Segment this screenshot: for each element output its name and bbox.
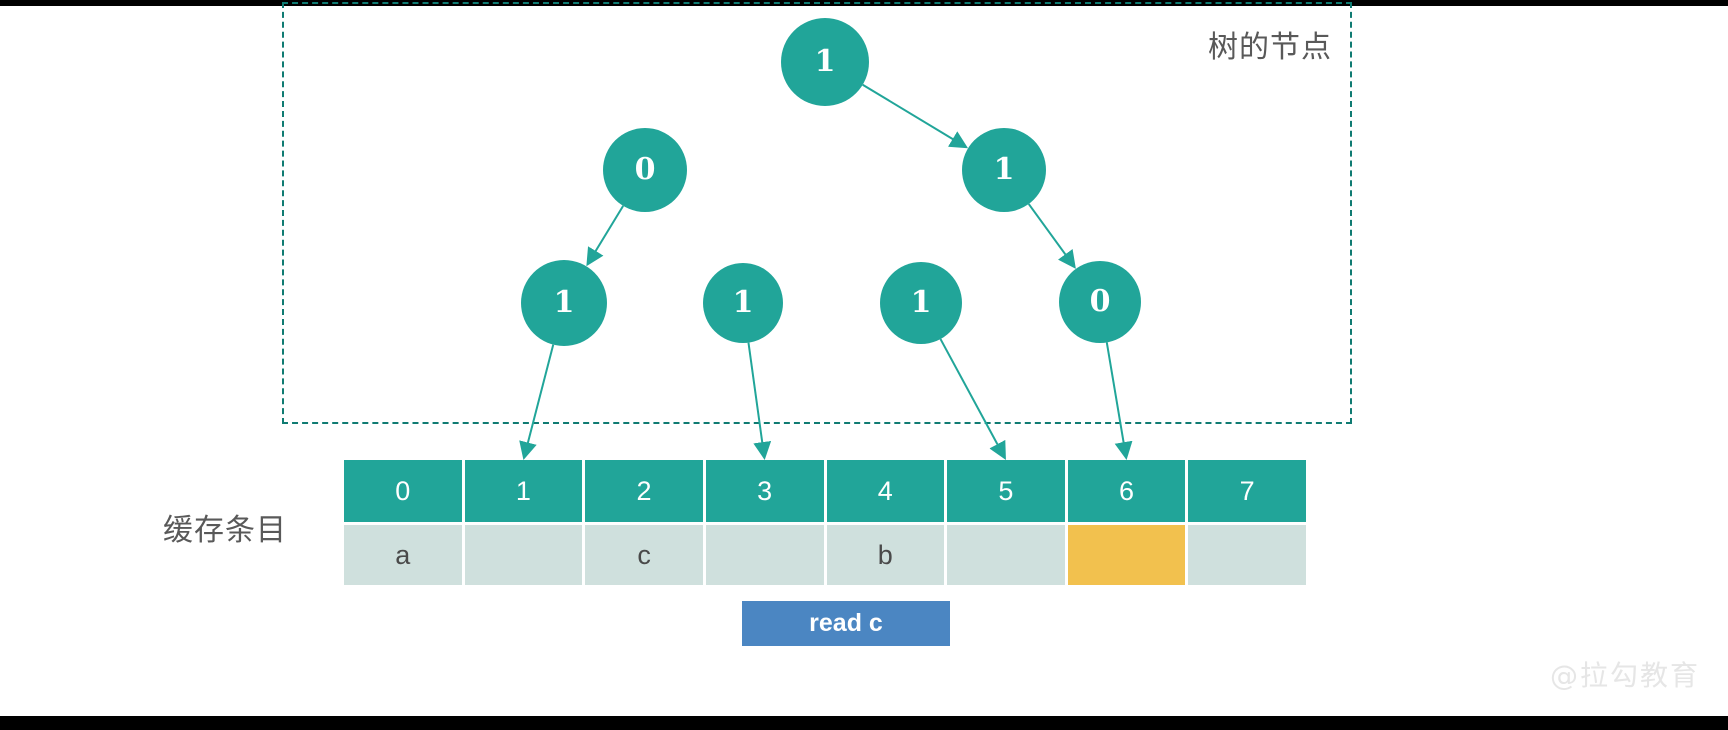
watermark: @拉勾教育 bbox=[1549, 659, 1700, 692]
cache-index-cell[interactable]: 3 bbox=[705, 460, 824, 522]
tree-node-value: 0 bbox=[1089, 284, 1111, 319]
cache-value-cell[interactable]: c bbox=[585, 525, 703, 585]
cache-value-cell[interactable] bbox=[947, 525, 1065, 585]
tree-node-rl2: 1 bbox=[880, 262, 962, 344]
tree-node-value: 1 bbox=[553, 285, 575, 320]
tree-node-value: 1 bbox=[814, 44, 836, 79]
cache-index-cell[interactable]: 4 bbox=[826, 460, 945, 522]
tree-region: 树的节点 bbox=[282, 2, 1352, 424]
cache-value-cell[interactable] bbox=[1188, 525, 1306, 585]
cache-index-cell[interactable]: 1 bbox=[464, 460, 583, 522]
cache-value-cell[interactable]: a bbox=[344, 525, 462, 585]
tree-region-label: 树的节点 bbox=[1208, 30, 1332, 65]
letterbox-bottom bbox=[0, 716, 1728, 730]
tree-node-value: 0 bbox=[634, 152, 656, 187]
cache-label: 缓存条目 bbox=[163, 513, 287, 548]
tree-node-lr2: 1 bbox=[703, 263, 783, 343]
cache-value-cell[interactable] bbox=[464, 525, 583, 585]
tree-node-l1: 0 bbox=[603, 128, 687, 212]
tree-node-value: 1 bbox=[732, 285, 754, 320]
tree-node-r1: 1 bbox=[962, 128, 1046, 212]
cache-index-cell[interactable]: 0 bbox=[344, 460, 462, 522]
cache-value-cell[interactable] bbox=[705, 525, 824, 585]
cache-index-cell[interactable]: 2 bbox=[585, 460, 703, 522]
cache-value-cell[interactable]: b bbox=[826, 525, 945, 585]
cache-index-cell[interactable]: 7 bbox=[1188, 460, 1306, 522]
cache-index-cell[interactable]: 5 bbox=[947, 460, 1065, 522]
cache-value-cell[interactable] bbox=[1067, 525, 1186, 585]
tree-node-value: 1 bbox=[993, 152, 1015, 187]
tree-node-rr2: 0 bbox=[1059, 261, 1141, 343]
cache-index-cell[interactable]: 6 bbox=[1067, 460, 1186, 522]
read-button[interactable]: read c bbox=[742, 601, 950, 646]
tree-node-value: 1 bbox=[910, 285, 932, 320]
tree-node-ll2: 1 bbox=[521, 260, 607, 346]
tree-node-root: 1 bbox=[781, 18, 869, 106]
